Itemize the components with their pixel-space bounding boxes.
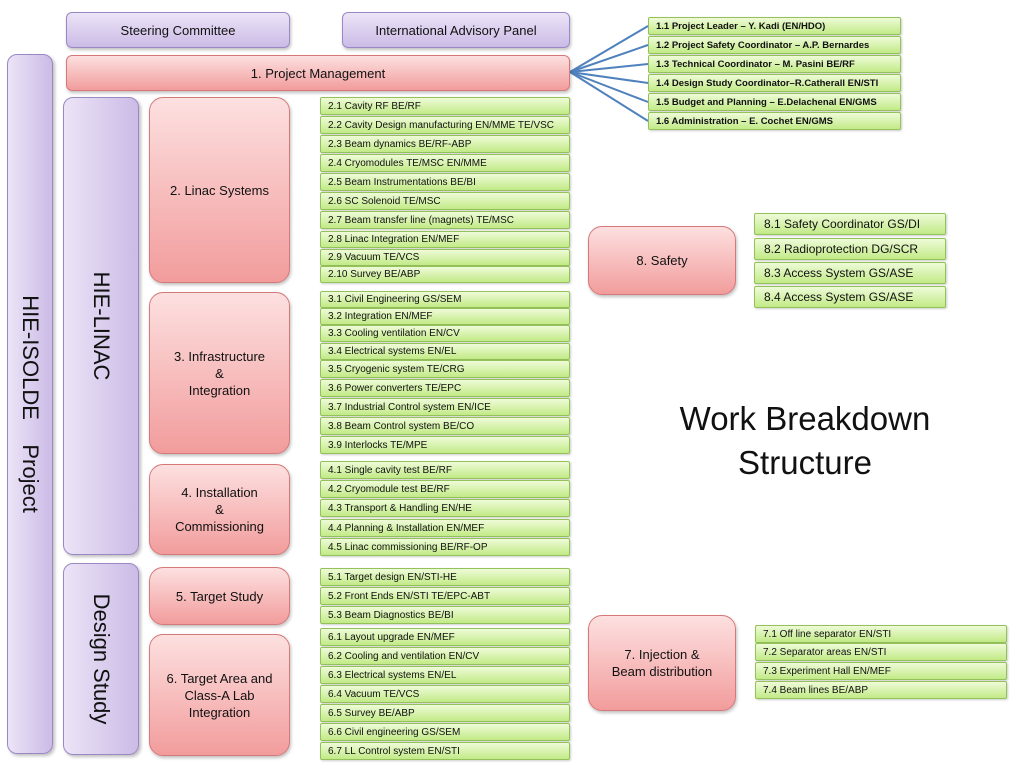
infrastructure-item: 3.9 Interlocks TE/MPE bbox=[320, 436, 570, 454]
target-area-box: 6. Target Area and Class-A Lab Integrati… bbox=[149, 634, 290, 756]
safety-item: 8.4 Access System GS/ASE bbox=[754, 286, 946, 308]
linac-item: 2.10 Survey BE/ABP bbox=[320, 266, 570, 283]
pm-item: 1.2 Project Safety Coordinator – A.P. Be… bbox=[648, 36, 901, 54]
infrastructure-item: 3.3 Cooling ventilation EN/CV bbox=[320, 325, 570, 342]
injection-box: 7. Injection & Beam distribution bbox=[588, 615, 736, 711]
linac-item: 2.7 Beam transfer line (magnets) TE/MSC bbox=[320, 211, 570, 229]
steering-committee: Steering Committee bbox=[66, 12, 290, 48]
linac-item: 2.9 Vacuum TE/VCS bbox=[320, 249, 570, 266]
advisory-panel: International Advisory Panel bbox=[342, 12, 570, 48]
injection-item: 7.3 Experiment Hall EN/MEF bbox=[755, 662, 1007, 680]
infrastructure-item: 3.8 Beam Control system BE/CO bbox=[320, 417, 570, 435]
linac-item: 2.3 Beam dynamics BE/RF-ABP bbox=[320, 135, 570, 153]
injection-item: 7.1 Off line separator EN/STI bbox=[755, 625, 1007, 643]
installation-item: 4.5 Linac commissioning BE/RF-OP bbox=[320, 538, 570, 556]
pm-item: 1.5 Budget and Planning – E.Delachenal E… bbox=[648, 93, 901, 111]
safety-item: 8.2 Radioprotection DG/SCR bbox=[754, 238, 946, 260]
infrastructure-item: 3.6 Power converters TE/EPC bbox=[320, 379, 570, 397]
linac-item: 2.2 Cavity Design manufacturing EN/MME T… bbox=[320, 116, 570, 134]
infrastructure-item: 3.7 Industrial Control system EN/ICE bbox=[320, 398, 570, 416]
infrastructure-item: 3.2 Integration EN/MEF bbox=[320, 308, 570, 325]
target-area-item: 6.2 Cooling and ventilation EN/CV bbox=[320, 647, 570, 665]
project-banner: HIE-ISOLDE Project bbox=[7, 54, 53, 754]
safety-item: 8.1 Safety Coordinator GS/DI bbox=[754, 213, 946, 235]
safety-item: 8.3 Access System GS/ASE bbox=[754, 262, 946, 284]
linac-item: 2.4 Cryomodules TE/MSC EN/MME bbox=[320, 154, 570, 172]
project-management: 1. Project Management bbox=[66, 55, 570, 91]
design-study-label: Design Study bbox=[89, 593, 114, 725]
installation-item: 4.1 Single cavity test BE/RF bbox=[320, 461, 570, 479]
target-study-item: 5.3 Beam Diagnostics BE/BI bbox=[320, 606, 570, 624]
infrastructure-box: 3. Infrastructure & Integration bbox=[149, 292, 290, 454]
target-study-item: 5.1 Target design EN/STI-HE bbox=[320, 568, 570, 586]
target-area-item: 6.6 Civil engineering GS/SEM bbox=[320, 723, 570, 741]
infrastructure-item: 3.1 Civil Engineering GS/SEM bbox=[320, 291, 570, 308]
target-area-item: 6.3 Electrical systems EN/EL bbox=[320, 666, 570, 684]
linac-item: 2.6 SC Solenoid TE/MSC bbox=[320, 192, 570, 210]
target-study-box: 5. Target Study bbox=[149, 567, 290, 625]
target-area-item: 6.7 LL Control system EN/STI bbox=[320, 742, 570, 760]
project-label: HIE-ISOLDE Project bbox=[18, 295, 43, 513]
design-study-banner: Design Study bbox=[63, 563, 139, 755]
linac-systems-box: 2. Linac Systems bbox=[149, 97, 290, 283]
installation-item: 4.3 Transport & Handling EN/HE bbox=[320, 499, 570, 517]
infrastructure-item: 3.4 Electrical systems EN/EL bbox=[320, 343, 570, 360]
hie-linac-banner: HIE-LINAC bbox=[63, 97, 139, 555]
pm-item: 1.4 Design Study Coordinator–R.Catherall… bbox=[648, 74, 901, 92]
safety-box: 8. Safety bbox=[588, 226, 736, 295]
diagram-title: Work Breakdown Structure bbox=[679, 400, 931, 481]
infrastructure-item: 3.5 Cryogenic system TE/CRG bbox=[320, 360, 570, 378]
installation-item: 4.2 Cryomodule test BE/RF bbox=[320, 480, 570, 498]
target-area-item: 6.1 Layout upgrade EN/MEF bbox=[320, 628, 570, 646]
injection-item: 7.2 Separator areas EN/STI bbox=[755, 643, 1007, 661]
hie-linac-label: HIE-LINAC bbox=[89, 271, 114, 381]
installation-item: 4.4 Planning & Installation EN/MEF bbox=[320, 519, 570, 537]
installation-box: 4. Installation & Commissioning bbox=[149, 464, 290, 555]
pm-item: 1.1 Project Leader – Y. Kadi (EN/HDO) bbox=[648, 17, 901, 35]
target-area-item: 6.4 Vacuum TE/VCS bbox=[320, 685, 570, 703]
target-study-item: 5.2 Front Ends EN/STI TE/EPC-ABT bbox=[320, 587, 570, 605]
linac-item: 2.8 Linac Integration EN/MEF bbox=[320, 231, 570, 248]
pm-item: 1.6 Administration – E. Cochet EN/GMS bbox=[648, 112, 901, 130]
pm-item: 1.3 Technical Coordinator – M. Pasini BE… bbox=[648, 55, 901, 73]
injection-item: 7.4 Beam lines BE/ABP bbox=[755, 681, 1007, 699]
linac-item: 2.1 Cavity RF BE/RF bbox=[320, 97, 570, 115]
linac-item: 2.5 Beam Instrumentations BE/BI bbox=[320, 173, 570, 191]
target-area-item: 6.5 Survey BE/ABP bbox=[320, 704, 570, 722]
